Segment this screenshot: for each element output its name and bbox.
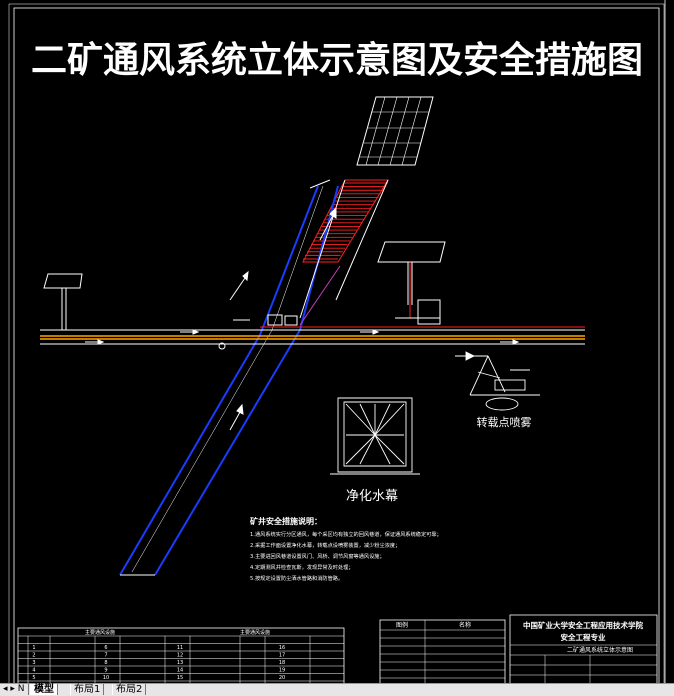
table-title-a: 主要通风设施 [85, 629, 115, 636]
transfer-spray-label: 转载点喷雾 [477, 415, 532, 429]
table-number: 3 [32, 660, 35, 666]
table-number: 15 [177, 675, 183, 681]
water-curtain-label: 净化水幕 [346, 489, 398, 504]
legend-table: 图例 名称 [379, 619, 506, 687]
table-number: 8 [104, 660, 107, 666]
table-number: 17 [279, 653, 285, 659]
notes-lines: 1.通风系统实行分区通风，每个采区均有独立的回风巷道，保证通风系统稳定可靠； 2.… [250, 530, 442, 582]
hatched-block-top [356, 96, 434, 166]
tab-layout2[interactable]: 布局2 [112, 684, 147, 695]
diagram-title: 二矿通风系统立体示意图及安全措施图 [31, 39, 643, 81]
table-title-b: 主要通风设施 [240, 629, 270, 636]
table-number: 12 [177, 653, 183, 659]
table-number: 4 [32, 668, 35, 674]
legend-header-name: 名称 [459, 621, 471, 629]
tab-layout1[interactable]: 布局1 [70, 684, 105, 695]
notes-line: 1.通风系统实行分区通风，每个采区均有独立的回风巷道，保证通风系统稳定可靠； [250, 530, 442, 538]
table-number: 1 [32, 645, 35, 651]
junction-structures [218, 314, 298, 350]
tab-nav-arrows[interactable]: ◂ ▸ N [0, 684, 29, 695]
table-number: 11 [177, 645, 183, 651]
table-number: 13 [177, 660, 183, 666]
main-haulage-roadway [40, 326, 585, 345]
notes-line: 2.采掘工作面设置净化水幕，转载点设喷雾装置，减少粉尘浓度； [250, 541, 400, 549]
transfer-spray-detail [455, 351, 540, 411]
right-fan-house [377, 241, 446, 325]
table-number: 2 [32, 653, 35, 659]
title-block-school: 中国矿业大学安全工程应用技术学院 [523, 620, 643, 630]
table-number: 7 [104, 653, 107, 659]
table-number: 16 [279, 645, 285, 651]
table-number: 14 [177, 668, 183, 674]
notes-line: 4.定期测风并检查瓦斯，发现异常及时处理； [250, 563, 354, 571]
upper-roadway-lines [299, 179, 389, 319]
title-block-major: 安全工程专业 [561, 632, 606, 642]
magenta-duct [299, 265, 341, 326]
drawing-frame-outer [8, 3, 665, 689]
left-surface-building [43, 273, 83, 330]
layout-tab-bar: ◂ ▸ N 模型 布局1 布局2 [0, 683, 674, 696]
table-number: 10 [103, 675, 109, 681]
water-curtain-detail [330, 397, 420, 475]
notes-line: 5.按规定设置防尘洒水管路和消防管路。 [250, 574, 343, 582]
drawing-frame [13, 7, 660, 689]
title-block: 中国矿业大学安全工程应用技术学院 安全工程专业 二矿通风系统立体示意图 [509, 614, 658, 688]
table-number: 6 [104, 645, 107, 651]
table-number: 18 [279, 660, 285, 666]
table-number: 5 [32, 675, 35, 681]
table-number: 20 [279, 675, 285, 681]
airflow-arrows [85, 206, 520, 431]
notes-line: 3.主要进回风巷道设置风门、风桥、调节风窗等通风设施； [250, 552, 385, 560]
tab-model[interactable]: 模型 [30, 684, 58, 695]
table-number: 9 [104, 668, 107, 674]
legend-header-symbol: 图例 [396, 621, 408, 629]
table-number: 19 [279, 668, 285, 674]
facility-table: 主要通风设施 主要通风设施 12345678910111213141516171… [17, 627, 345, 687]
notes-heading: 矿井安全措施说明： [250, 516, 322, 526]
title-block-drawing-name: 二矿通风系统立体示意图 [567, 646, 633, 654]
